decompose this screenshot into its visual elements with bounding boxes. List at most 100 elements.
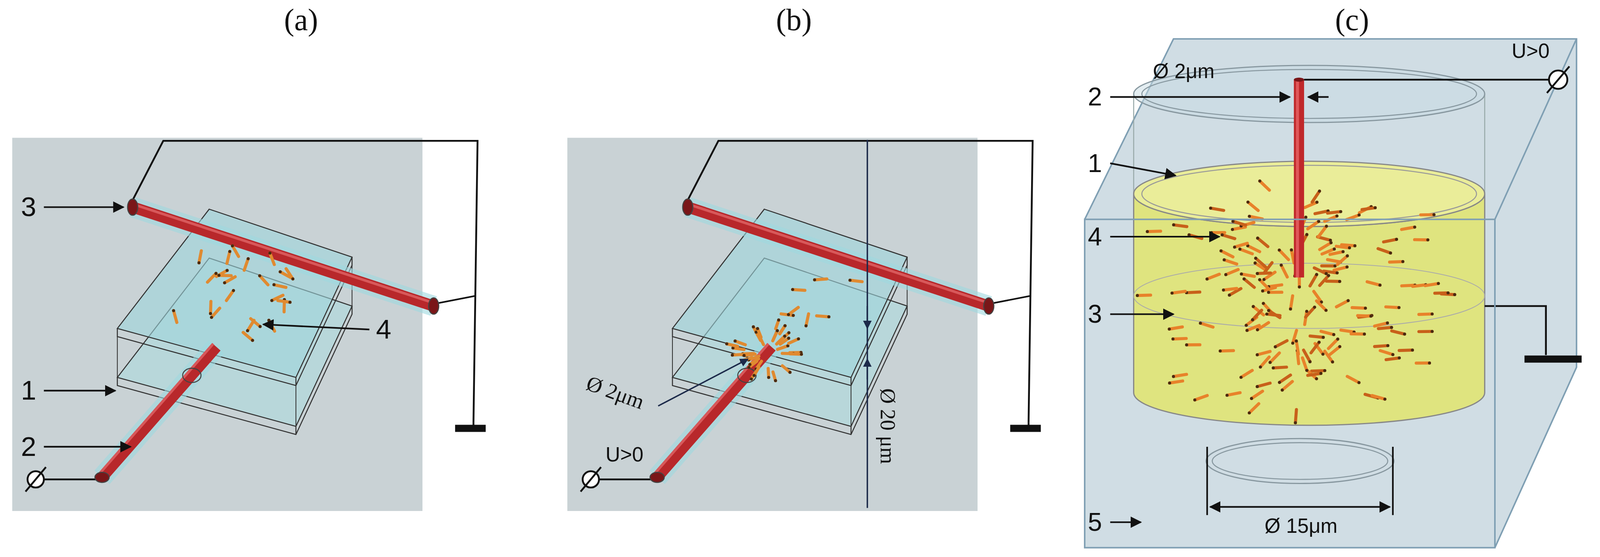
nanorod [1416, 361, 1430, 365]
nanorod-tip [1267, 291, 1271, 295]
nanorod [1311, 370, 1325, 372]
nanorod [1239, 249, 1253, 254]
nanorod [1281, 265, 1287, 278]
nanorod [1221, 251, 1234, 258]
nanorod [1257, 322, 1269, 331]
nanorod [1232, 227, 1246, 230]
nanorod [1305, 307, 1315, 318]
particles [725, 278, 863, 383]
nanorod-tip [1308, 360, 1312, 364]
nanorod-tip [1227, 293, 1232, 298]
nanorod-tip [1239, 376, 1243, 380]
nanorod-tip [209, 312, 213, 316]
nanorod [277, 300, 291, 303]
nanorod [199, 251, 202, 264]
nanorod [1321, 331, 1334, 335]
nanorod [1269, 353, 1280, 363]
nanorod [1329, 251, 1343, 255]
nanorod-tip [1261, 301, 1266, 306]
nanorod-tip [1345, 254, 1349, 258]
nanorod [1244, 279, 1255, 288]
nanorod [1309, 336, 1324, 338]
nanorod [1328, 339, 1338, 349]
nanorod-tip [1291, 341, 1295, 346]
nanorod [1251, 391, 1263, 400]
nanorod [726, 343, 738, 347]
nanorod-tip [1427, 361, 1431, 365]
nanorod-tip [268, 251, 272, 256]
nanorod-tip [1277, 248, 1282, 252]
nanorod-tip [288, 301, 292, 305]
nanorod [1225, 269, 1239, 275]
nanorod [1378, 327, 1392, 329]
nanorod-tip [1357, 213, 1361, 217]
nanorod [1367, 282, 1380, 286]
nanorod [1210, 208, 1224, 211]
nanorod-tip [1432, 213, 1436, 217]
nanorod-tip [1231, 219, 1235, 223]
nanorod [259, 276, 269, 286]
nanorod [1414, 238, 1428, 242]
nanorod [1418, 330, 1432, 334]
nanorod [777, 345, 788, 350]
nanorod-tip [1410, 348, 1414, 352]
nanorod [1340, 330, 1355, 333]
nanorod [1434, 291, 1449, 295]
nanorod [1425, 283, 1439, 286]
nanorod-tip [1238, 247, 1242, 252]
nanorod [1316, 301, 1326, 311]
nanorod-tip [267, 318, 271, 323]
nanorod [790, 354, 802, 355]
nanorod-tip [1268, 361, 1272, 365]
nanorod-tip [1353, 244, 1357, 248]
nanorod-tip [1332, 247, 1336, 251]
nanorod-tip [1430, 330, 1434, 334]
nanorod [1319, 275, 1329, 286]
nanorod-tip [228, 249, 232, 254]
nanorod-tip [1305, 368, 1309, 373]
nanorod [1227, 393, 1241, 396]
nanorod [1319, 242, 1332, 250]
nanorod [1173, 224, 1187, 227]
nanorod-tip [777, 318, 781, 322]
nanorod-tip [1221, 288, 1226, 292]
nanorod-tip [1220, 233, 1224, 237]
nanorod [1223, 288, 1237, 291]
nanorod-tip [1261, 289, 1265, 293]
nanorod-tip [1436, 282, 1441, 286]
nanorod-tip [1255, 272, 1259, 276]
nanorod-tip [1280, 388, 1284, 392]
nanorod-tip [787, 313, 791, 317]
nanorod-tip [804, 324, 808, 328]
nanorod [1224, 259, 1237, 265]
nanorod [218, 274, 232, 278]
nanorod [1266, 314, 1280, 316]
nanorod [1336, 246, 1350, 248]
nanorod [792, 289, 805, 291]
nanorod-tip [1255, 353, 1259, 357]
nanorod-tip [1362, 332, 1366, 337]
nanorod [1336, 300, 1349, 308]
nanorod-tip [1430, 312, 1434, 316]
nanorod-tip [246, 257, 250, 261]
nanorod-tip [1247, 411, 1251, 415]
nanorod [1257, 273, 1271, 274]
nanorod-tip [1388, 251, 1393, 255]
nanorod-tip [1224, 273, 1228, 277]
leader-lines [44, 207, 370, 447]
nanorod-tip [1185, 343, 1189, 347]
nanorod [780, 338, 789, 345]
nanorod [1234, 243, 1248, 248]
nanorod-tip [1222, 258, 1226, 262]
nanorod [1241, 274, 1255, 277]
nanorod-tip [1383, 397, 1387, 402]
nanorod [732, 354, 744, 356]
nanorod-tip [733, 339, 737, 343]
nanorod [1420, 213, 1434, 217]
nanorod-tip [1219, 249, 1223, 253]
nanorod [1374, 323, 1388, 327]
nanorod-tip [1325, 224, 1329, 229]
nanorod [806, 314, 809, 327]
nanorod [1321, 264, 1335, 268]
nanorod [1220, 350, 1234, 352]
